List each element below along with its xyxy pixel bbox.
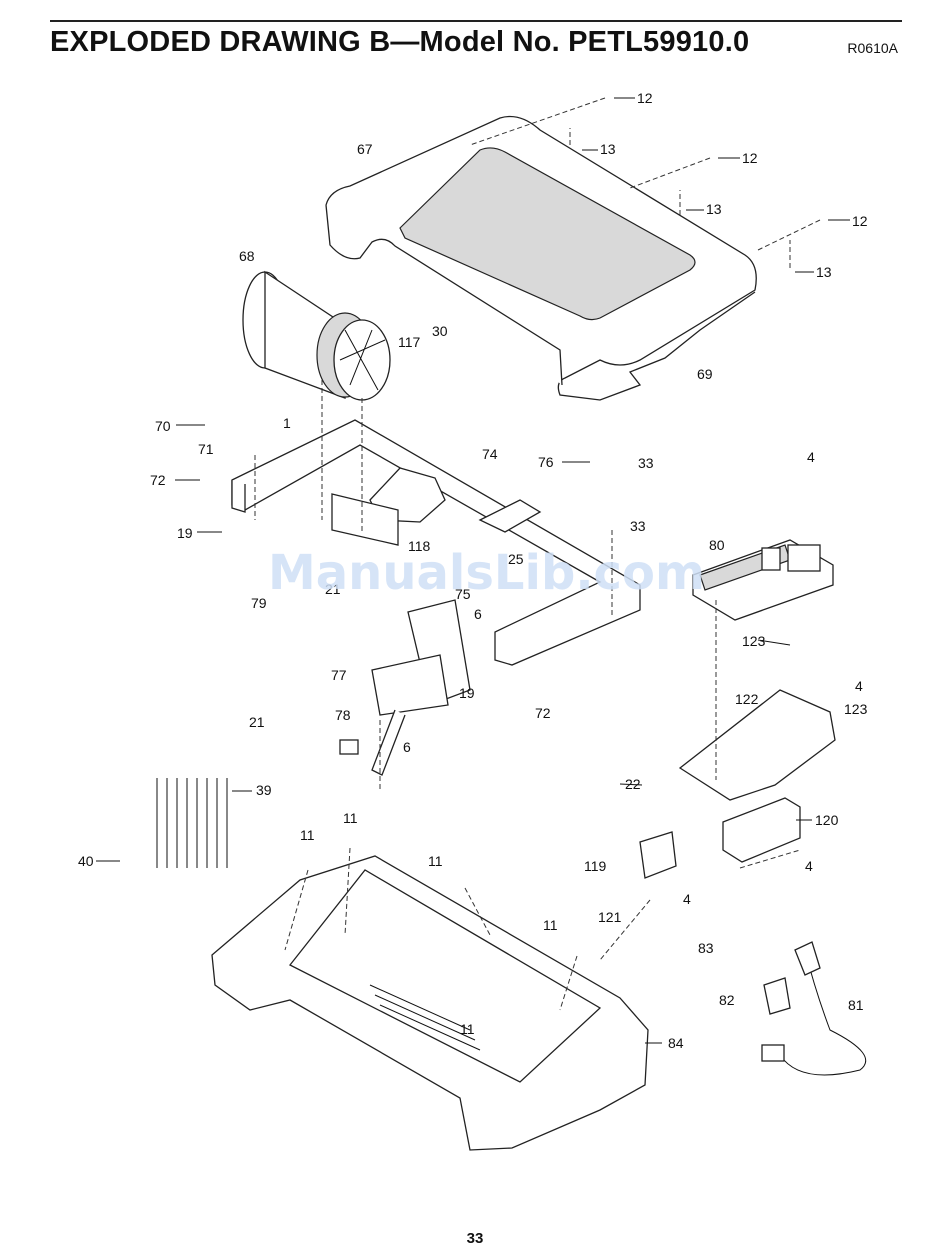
callout-72-b: 72 [535,705,551,721]
callout-82: 82 [719,992,735,1008]
callout-21-b: 21 [249,714,265,730]
part-119-choke [640,832,676,878]
callout-13-b: 13 [706,201,722,217]
callout-78: 78 [335,707,351,723]
callout-76: 76 [538,454,554,470]
callout-12-b: 12 [742,150,758,166]
callout-77: 77 [331,667,347,683]
callout-1: 1 [283,415,291,431]
callout-81: 81 [848,997,864,1013]
callout-122: 122 [735,691,759,707]
callout-19-a: 19 [177,525,193,541]
callout-13-a: 13 [600,141,616,157]
callout-12-a: 12 [637,90,653,106]
callout-119: 119 [584,858,607,874]
watermark: ManualsLib.com [268,545,705,601]
callout-4-b: 4 [855,678,863,694]
part-39-cable-ties [157,778,227,868]
callout-84: 84 [668,1035,684,1051]
callout-12-c: 12 [852,213,868,229]
callout-11-a: 11 [300,827,315,843]
callout-74: 74 [482,446,498,462]
callout-33-b: 33 [630,518,646,534]
part-82-switch [764,978,790,1014]
callout-6-a: 6 [474,606,482,622]
callout-70: 70 [155,418,171,434]
callout-117: 117 [398,334,421,350]
callout-30: 30 [432,323,448,339]
callout-11-d: 11 [543,917,558,933]
callout-120: 120 [815,812,839,828]
callout-4-a: 4 [807,449,815,465]
callout-11-e: 11 [460,1021,475,1037]
part-120-filter [723,798,800,862]
callout-33-a: 33 [638,455,654,471]
callout-67: 67 [357,141,373,157]
part-68-motor [243,272,390,400]
callout-4-c: 4 [805,858,813,874]
callout-72-a: 72 [150,472,166,488]
callout-121: 121 [598,909,622,925]
callout-11-b: 11 [343,810,358,826]
callout-68: 68 [239,248,255,264]
callout-4-d: 4 [683,891,691,907]
callout-19-b: 19 [459,685,475,701]
part-84-base [212,856,648,1150]
callout-6-b: 6 [403,739,411,755]
callout-39: 39 [256,782,272,798]
callout-83: 83 [698,940,714,956]
callout-71: 71 [198,441,214,457]
callout-123-b: 123 [844,701,868,717]
callout-69: 69 [697,366,713,382]
page-number: 33 [0,1230,950,1247]
callout-13-c: 13 [816,264,832,280]
callout-11-c: 11 [428,853,443,869]
callout-79: 79 [251,595,267,611]
callout-80: 80 [709,537,725,553]
callout-40: 40 [78,853,94,869]
